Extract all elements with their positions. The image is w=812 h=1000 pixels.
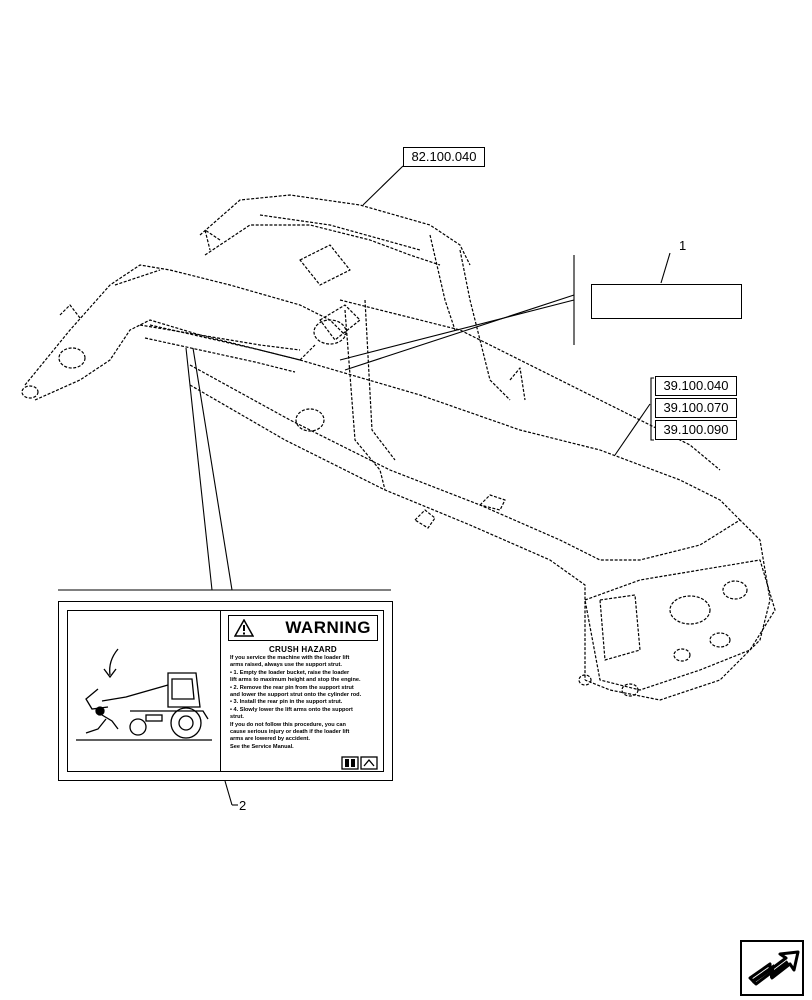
label-box-item-1 <box>591 284 742 319</box>
loader-crush-pictogram-icon <box>76 648 212 741</box>
ref-link-82-100-040[interactable]: 82.100.040 <box>403 147 485 167</box>
navigation-arrow-icon[interactable] <box>740 940 804 996</box>
ref-link-39-100-070[interactable]: 39.100.070 <box>655 398 737 418</box>
ref-link-39-100-090[interactable]: 39.100.090 <box>655 420 737 440</box>
manual-book-icon <box>341 756 378 770</box>
decal-pictogram <box>68 611 221 771</box>
ref-link-39-100-040[interactable]: 39.100.040 <box>655 376 737 396</box>
callout-item-1: 1 <box>679 238 687 253</box>
callout-item-2: 2 <box>239 798 247 813</box>
hazard-subtitle: CRUSH HAZARD <box>268 645 338 654</box>
warning-decal: WARNING CRUSH HAZARD If you service the … <box>58 601 393 781</box>
warning-triangle-icon <box>234 619 254 637</box>
warning-header: WARNING <box>228 615 378 641</box>
warning-title: WARNING <box>285 618 371 637</box>
decal-inner-frame: WARNING CRUSH HAZARD If you service the … <box>67 610 384 772</box>
warning-instructions: If you service the machine with the load… <box>230 655 362 750</box>
